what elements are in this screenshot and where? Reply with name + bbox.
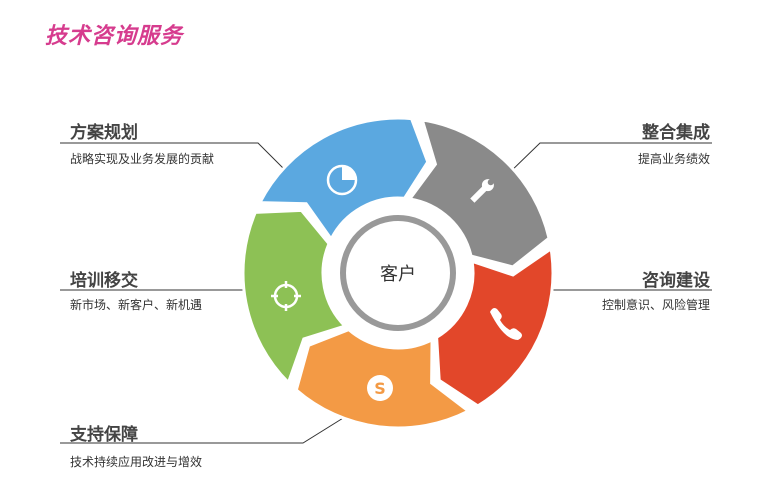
pie-chart-icon	[326, 164, 358, 196]
desc-integrate: 提高业务绩效	[637, 152, 710, 166]
page-title: 技术咨询服务	[45, 24, 184, 49]
label-plan: 方案规划	[70, 123, 138, 143]
center-label: 客户	[380, 264, 416, 285]
center-circle	[338, 213, 458, 333]
leader-line-plan	[60, 142, 291, 176]
desc-consult: 控制意识、风险管理	[601, 298, 710, 312]
center-ring	[340, 215, 456, 331]
label-train: 培训移交	[70, 271, 138, 291]
label-integrate: 整合集成	[642, 123, 710, 143]
desc-train: 新市场、新客户、新机遇	[70, 298, 203, 312]
label-consult: 咨询建设	[642, 271, 710, 291]
leader-line-support	[60, 414, 349, 444]
label-support: 支持保障	[70, 425, 138, 445]
skype-icon: S	[367, 375, 393, 401]
svg-text:S: S	[374, 379, 386, 398]
segment-target	[241, 208, 348, 386]
target-icon	[271, 281, 301, 311]
phone-icon	[490, 308, 522, 340]
desc-plan: 战略实现及业务发展的贡献	[70, 152, 215, 166]
leader-line-integrate	[506, 142, 712, 176]
wrench-icon	[470, 179, 494, 203]
segment-phone	[435, 246, 555, 408]
desc-support: 技术持续应用改进与增效	[70, 455, 203, 469]
